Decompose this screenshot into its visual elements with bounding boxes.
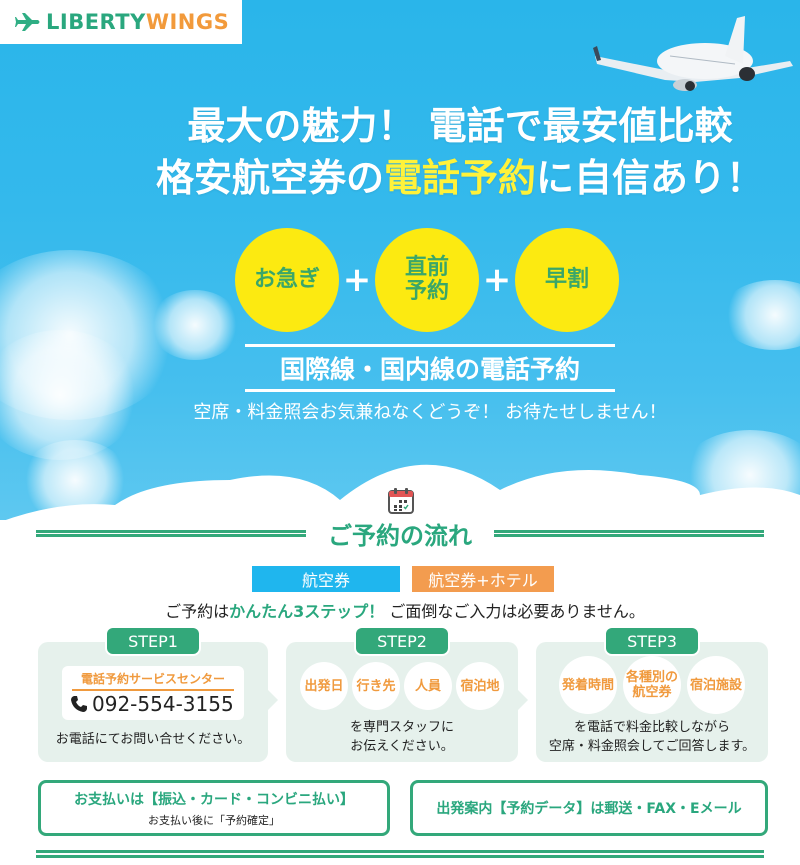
phone-icon xyxy=(71,696,87,712)
subbanner: 国際線・国内線の電話予約 xyxy=(245,344,615,392)
item-passengers: 人員 xyxy=(404,662,452,710)
tab-flight-hotel[interactable]: 航空券+ホテル xyxy=(412,566,554,592)
arrow-icon xyxy=(268,690,278,710)
step-items: 出発日 行き先 人員 宿泊地 xyxy=(286,662,518,710)
flow-tabs: 航空券 航空券+ホテル xyxy=(0,566,800,592)
step-2: STEP2 出発日 行き先 人員 宿泊地 を専門スタッフにお伝えください。 xyxy=(286,628,528,762)
arrow-icon xyxy=(518,690,528,710)
step-badge: STEP3 xyxy=(606,628,698,654)
step-items: 発着時間 各種別の航空券 宿泊施設 xyxy=(536,656,768,714)
cloud-decoration xyxy=(720,280,800,350)
headline-line1: 最大の魅力！ 電話で最安値比較 xyxy=(187,104,733,148)
step-badge: STEP1 xyxy=(107,628,199,654)
feature-circle-last-minute: 直前予約 xyxy=(375,228,479,332)
tab-flight[interactable]: 航空券 xyxy=(252,566,400,592)
departure-delivery: 出発案内【予約データ】は郵送・FAX・Eメール xyxy=(436,801,742,817)
item-ticket-types: 各種別の航空券 xyxy=(623,656,681,714)
airplane-image xyxy=(593,16,793,91)
plus-icon: + xyxy=(342,260,372,300)
flow-intro: ご予約はかんたん3ステップ！ ご面倒なご入力は必要ありません。 xyxy=(165,602,645,621)
feature-circle-urgent: お急ぎ xyxy=(235,228,339,332)
hero-banner: LIBERTYWINGS 最大の魅力！ 電話で最安値比較 格安航空券の電話予約に… xyxy=(0,0,800,520)
phone-label: 電話予約サービスセンター xyxy=(72,670,234,691)
cloud-decoration xyxy=(150,290,240,360)
divider xyxy=(36,529,306,537)
feature-circles: お急ぎ + 直前予約 + 早割 xyxy=(235,225,635,335)
airplane-icon xyxy=(15,13,40,31)
payment-note: お支払い後に「予約確定」 xyxy=(148,813,280,827)
step-3: STEP3 発着時間 各種別の航空券 宿泊施設 を電話で料金比較しながら空席・料… xyxy=(536,628,768,762)
flow-title-row: ご予約の流れ xyxy=(36,518,764,550)
item-departure-date: 出発日 xyxy=(300,662,348,710)
step-1: STEP1 電話予約サービスセンター 092-554-3155 お電話にてお問い… xyxy=(38,628,278,762)
item-destination: 行き先 xyxy=(352,662,400,710)
phone-number[interactable]: 092-554-3155 xyxy=(70,692,240,716)
plus-icon: + xyxy=(482,260,512,300)
payment-info: お支払いは【振込・カード・コンビニ払い】 お支払い後に「予約確定」 xyxy=(38,780,390,836)
cloud-decoration xyxy=(0,330,140,460)
item-accommodation: 宿泊地 xyxy=(456,662,504,710)
phone-card: 電話予約サービスセンター 092-554-3155 xyxy=(62,666,244,720)
step-badge: STEP2 xyxy=(356,628,448,654)
headline-line2: 格安航空券の電話予約に自信あり！ xyxy=(155,156,765,200)
item-lodging: 宿泊施設 xyxy=(687,656,745,714)
item-flight-times: 発着時間 xyxy=(559,656,617,714)
logo[interactable]: LIBERTYWINGS xyxy=(0,0,242,44)
payment-methods: お支払いは【振込・カード・コンビニ払い】 xyxy=(74,791,354,808)
step-text: を専門スタッフにお伝えください。 xyxy=(349,720,454,754)
headline: 最大の魅力！ 電話で最安値比較 格安航空券の電話予約に自信あり！ xyxy=(100,100,800,204)
divider xyxy=(494,529,764,537)
subline: 空席・料金照会お気兼ねなくどうぞ！ お待たせしません！ xyxy=(193,402,667,423)
divider xyxy=(36,850,764,858)
feature-circle-early-booking: 早割 xyxy=(515,228,619,332)
logo-text: LIBERTYWINGS xyxy=(46,10,230,34)
step-text: お電話にてお問い合せください。 xyxy=(55,732,251,747)
steps: STEP1 電話予約サービスセンター 092-554-3155 お電話にてお問い… xyxy=(38,628,768,768)
step-text: を電話で料金比較しながら空席・料金照会してご回答します。 xyxy=(548,720,756,754)
departure-info: 出発案内【予約データ】は郵送・FAX・Eメール xyxy=(410,780,768,836)
info-row: お支払いは【振込・カード・コンビニ払い】 お支払い後に「予約確定」 出発案内【予… xyxy=(38,780,768,838)
flow-title: ご予約の流れ xyxy=(328,521,472,550)
calendar-icon xyxy=(388,488,414,514)
